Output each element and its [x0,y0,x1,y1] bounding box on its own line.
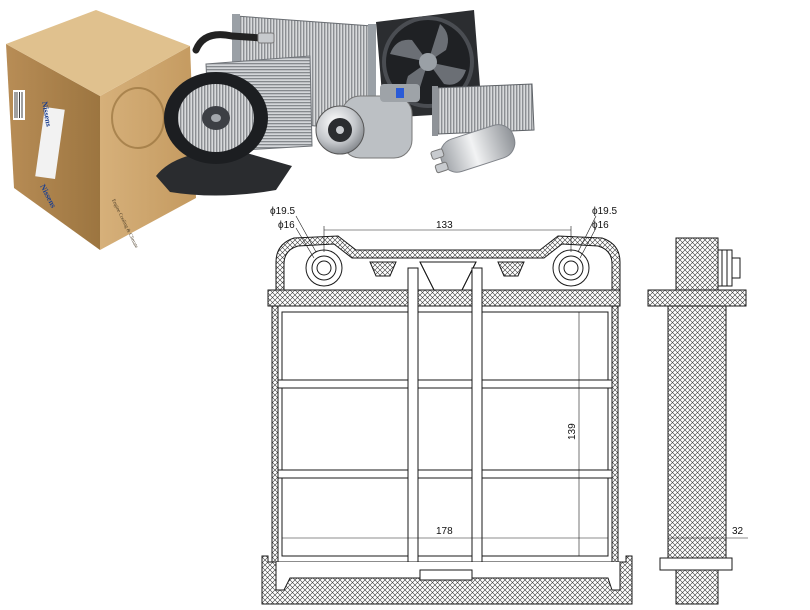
rail-right [471,267,483,571]
ac-hose-part [192,31,275,54]
heater-core-part [432,83,535,136]
dim-pipe-outer-right: ϕ19.5 [592,206,618,217]
box-brand-side: Nissens [40,101,53,128]
blower-motor-part [156,72,292,196]
strap-upper [277,379,613,389]
side-top-tank [675,237,719,291]
dim-pipe-inner-right: ϕ16 [592,220,609,231]
strap-lower [277,469,613,479]
heater-front-view-drawing [261,215,633,605]
rail-left [407,267,419,571]
side-core [667,305,727,559]
tank-notch-left [369,261,397,277]
receiver-drier-part [430,124,516,174]
dim-top-span-lines [323,226,572,252]
side-bottom-tank [675,569,719,605]
dim-depth: 32 [732,526,744,537]
compressor-part [315,84,420,159]
dim-width-lines [281,534,609,542]
header-plate-top [267,289,621,307]
product-collage: Nissens Nissens Engine Cooling & Climate [6,10,535,250]
pipe-port-right [552,249,590,287]
dim-pipe-inner-left: ϕ16 [278,220,295,231]
side-header [647,289,747,307]
side-bottom-plate [659,557,733,571]
side-pipe-stub [717,249,733,287]
dim-height: 139 [567,423,578,440]
pipe-port-left [305,249,343,287]
dim-top-span: 133 [436,220,453,231]
core-frame [271,305,619,563]
heater-side-view-drawing [647,237,748,605]
dim-width: 178 [436,526,453,537]
product-label [35,106,65,180]
dim-pipe-outer-left: ϕ19.5 [270,206,296,217]
tank-notch-right [497,261,525,277]
dim-pipe-leaders [295,215,597,259]
connector-icon [396,88,404,98]
